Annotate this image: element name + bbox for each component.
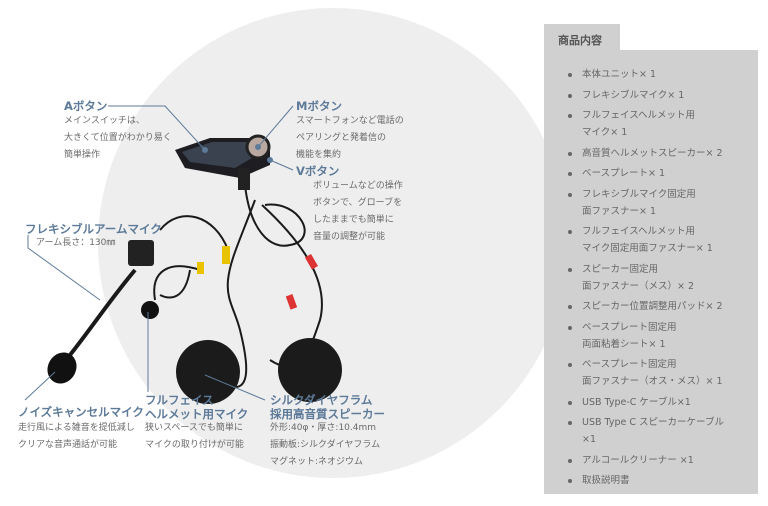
contents-item: アルコールクリーナー ×1: [566, 452, 758, 469]
a-button-title: Aボタン: [64, 99, 108, 113]
desc-line: 走行風による雑音を提低減し: [18, 423, 135, 433]
title-line: フルフェイス: [145, 393, 214, 407]
desc-line: 機能を集約: [296, 150, 342, 160]
fullface-mic-title: フルフェイス ヘルメット用マイク: [145, 393, 248, 421]
contents-item-line: 両面粘着シート× 1: [582, 338, 666, 350]
contents-item-line: マイク固定用面ファスナー× 1: [582, 243, 713, 254]
desc-line: 狭いスペースでも簡単に: [145, 423, 243, 433]
desc-line: マグネット:ネオジウム: [270, 457, 364, 467]
speaker-right: [278, 338, 342, 402]
contents-list: 本体ユニット× 1 フレキシブルマイク× 1 フルフェイスヘルメット用マイク× 1 高…: [566, 66, 758, 489]
desc-line: ペアリングと発着信の: [296, 133, 387, 143]
yellow-connector: [197, 262, 204, 274]
desc-line: スマートフォンなど電話の: [296, 116, 404, 126]
contents-item-line: スピーカー固定用: [582, 263, 659, 275]
contents-item-line: ×1: [582, 434, 597, 445]
fullface-mic: [141, 301, 159, 319]
contents-item-line: 取扱説明書: [582, 475, 630, 486]
red-connector: [304, 253, 318, 270]
contents-item: 高音質ヘルメットスピーカー× 2: [566, 145, 758, 162]
cable: [244, 184, 306, 247]
cable: [224, 199, 256, 388]
contents-item: フルフェイスヘルメット用マイク× 1: [566, 107, 758, 141]
contents-item-line: 面ファスナー（メス）× 2: [582, 280, 695, 292]
a-button-desc: メインスイッチは、 大きくて位置がわかり易く 簡単操作: [64, 113, 172, 164]
contents-item: 本体ユニット× 1: [566, 66, 758, 83]
arm-mic-desc: アーム長さ：130㎜: [36, 235, 115, 252]
contents-panel: 本体ユニット× 1 フレキシブルマイク× 1 フルフェイスヘルメット用マイク× 1 高…: [544, 50, 758, 494]
contents-item-line: フルフェイスヘルメット用: [582, 226, 696, 237]
contents-item-line: ベースプレート固定用: [582, 359, 677, 370]
contents-item-line: スピーカー位置調整用パッド× 2: [582, 301, 723, 312]
m-button-desc: スマートフォンなど電話の ペアリングと発着信の 機能を集約: [296, 113, 404, 164]
cable: [153, 265, 201, 301]
v-button-title: Vボタン: [296, 164, 340, 178]
contents-item: フレキシブルマイク× 1: [566, 87, 758, 104]
contents-item-line: ベースプレート固定用: [582, 321, 677, 333]
title-line: シルクダイヤフラム: [270, 393, 373, 407]
desc-line: 大きくて位置がわかり易く: [64, 133, 172, 143]
desc-line: ボリュームなどの操作: [313, 181, 403, 191]
desc-line: したままでも簡単に: [313, 215, 394, 225]
noise-cancel-mic: [47, 352, 77, 384]
contents-item-line: USB Type-C ケーブル×1: [582, 396, 691, 408]
contents-item: フレキシブルマイク固定用面ファスナー× 1: [566, 186, 758, 220]
desc-line: 振動板:シルクダイヤフラム: [270, 440, 381, 450]
desc-line: マイクの取り付けが可能: [145, 440, 244, 450]
contents-item-line: フレキシブルマイク固定用: [582, 188, 696, 200]
speaker-title: シルクダイヤフラム 採用高音質スピーカー: [270, 393, 385, 421]
desc-line: メインスイッチは、: [64, 116, 145, 126]
contents-item: USB Type C スピーカーケーブル ×1: [566, 414, 758, 448]
cable: [159, 215, 229, 251]
contents-item-line: 本体ユニット× 1: [582, 69, 657, 80]
contents-item: スピーカー固定用面ファスナー（メス）× 2: [566, 261, 758, 295]
yellow-connector: [222, 246, 230, 264]
contents-item-line: フルフェイスヘルメット用: [582, 110, 696, 121]
arm-mic-title: フレキシブルアームマイク: [25, 222, 162, 236]
desc-line: 外形:40φ・厚さ:10.4mm: [270, 423, 377, 433]
background-circle: [98, 8, 568, 478]
v-button-desc: ボリュームなどの操作 ボタンで、グローブを したままでも簡単に 音量の調整が可能: [313, 178, 403, 246]
speaker-left: [176, 340, 240, 404]
contents-item: ベースプレート固定用面ファスナー（オス・メス）× 1: [566, 356, 758, 390]
contents-item-line: USB Type C スピーカーケーブル: [582, 417, 724, 428]
contents-tab: 商品内容: [544, 24, 620, 51]
desc-line: アーム長さ：130㎜: [36, 238, 116, 248]
contents-item-line: ベースプレート× 1: [582, 168, 666, 179]
contents-item-line: マイク× 1: [582, 127, 628, 138]
cable: [159, 269, 191, 299]
mic-arm: [68, 268, 137, 357]
contents-item: ベースプレート× 1: [566, 165, 758, 182]
contents-item: ベースプレート固定用両面粘着シート× 1: [566, 319, 758, 353]
contents-item: USB Type-C ケーブル×1: [566, 394, 758, 411]
red-connector: [285, 294, 298, 310]
desc-line: 音量の調整が可能: [313, 232, 386, 242]
contents-item-line: 面ファスナー× 1: [582, 205, 657, 217]
contents-item: スピーカー位置調整用パッド× 2: [566, 298, 758, 315]
desc-line: ボタンで、グローブを: [313, 198, 403, 208]
title-line: 採用高音質スピーカー: [270, 407, 385, 421]
contents-item: フルフェイスヘルメット用マイク固定用面ファスナー× 1: [566, 223, 758, 257]
contents-item-line: 高音質ヘルメットスピーカー× 2: [582, 147, 723, 159]
desc-line: クリアな音声通話が可能: [18, 440, 118, 450]
noise-mic-title: ノイズキャンセルマイク: [18, 405, 144, 419]
contents-item-line: フレキシブルマイク× 1: [582, 89, 685, 101]
fullface-mic-desc: 狭いスペースでも簡単に マイクの取り付けが可能: [145, 420, 244, 454]
noise-mic-desc: 走行風による雑音を提低減し クリアな音声通話が可能: [18, 420, 135, 454]
connector-block: [238, 168, 250, 190]
contents-item: 取扱説明書: [566, 472, 758, 489]
desc-line: 簡単操作: [64, 150, 101, 160]
contents-item-line: アルコールクリーナー ×1: [582, 454, 694, 466]
title-line: ヘルメット用マイク: [145, 407, 249, 421]
speaker-desc: 外形:40φ・厚さ:10.4mm 振動板:シルクダイヤフラム マグネット:ネオジ…: [270, 420, 380, 471]
arm-mic-base: [128, 240, 154, 266]
m-button-title: Mボタン: [296, 99, 342, 113]
contents-item-line: 面ファスナー（オス・メス）× 1: [582, 376, 723, 387]
